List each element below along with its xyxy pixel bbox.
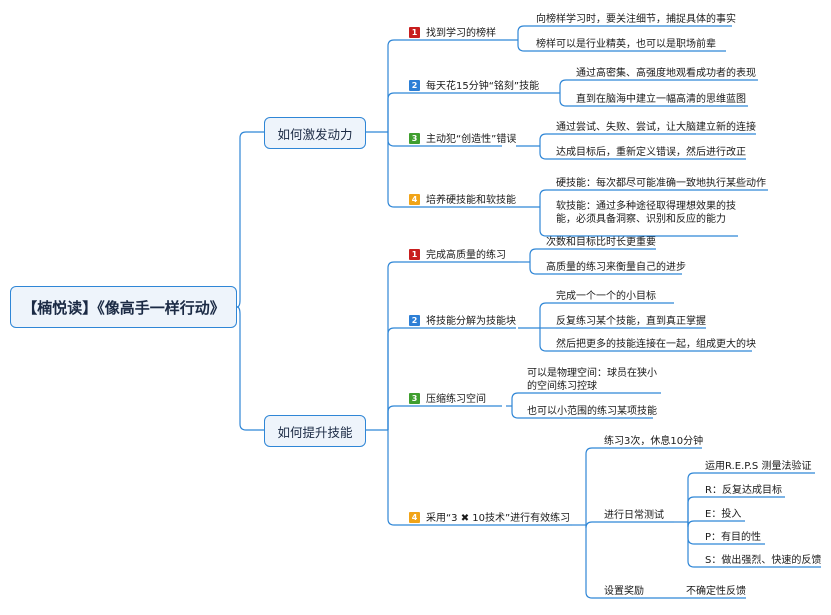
leaf-item[interactable]: 运用R.E.P.S 测量法验证 xyxy=(705,461,812,472)
leaf-item[interactable]: 完成一个一个的小目标 xyxy=(556,291,656,302)
subtopic-practice-rest[interactable]: 练习3次，休息10分钟 xyxy=(604,436,704,447)
leaf-item[interactable]: 软技能：通过多种途径取得理想效果的技能，必须具备洞察、识别和反应的能力 xyxy=(556,201,736,225)
leaf-item[interactable]: 向榜样学习时，要关注细节，捕捉具体的事实 xyxy=(536,14,736,25)
leaf-item[interactable]: 高质量的练习来衡量自己的进步 xyxy=(546,262,686,273)
number-badge-2: 2 xyxy=(409,80,420,91)
subtopic-daily-test[interactable]: 进行日常测试 xyxy=(604,510,664,521)
leaf-item[interactable]: 也可以小范围的练习某项技能 xyxy=(527,406,657,417)
leaf-item[interactable]: 榜样可以是行业精英，也可以是职场前辈 xyxy=(536,39,716,50)
leaf-item[interactable]: 达成目标后，重新定义错误，然后进行改正 xyxy=(556,147,746,158)
topic-find-role-model[interactable]: 找到学习的榜样 xyxy=(426,28,496,39)
number-badge-4: 4 xyxy=(409,512,420,523)
number-badge-3: 3 xyxy=(409,393,420,404)
topic-skill-chunks[interactable]: 将技能分解为技能块 xyxy=(426,316,516,327)
leaf-item[interactable]: P：有目的性 xyxy=(705,532,762,543)
root-node[interactable]: 【楠悦读】《像高手一样行动》 xyxy=(10,286,237,328)
topic-compress-space[interactable]: 压缩练习空间 xyxy=(426,394,486,405)
topic-engrave-skill[interactable]: 每天花15分钟“铭刻”技能 xyxy=(426,81,540,92)
topic-3x10-technique[interactable]: 采用“3 ✖ 10技术”进行有效练习 xyxy=(426,513,571,524)
leaf-item[interactable]: 硬技能：每次都尽可能准确一致地执行某些动作 xyxy=(556,178,766,189)
branch-skill[interactable]: 如何提升技能 xyxy=(264,415,366,447)
number-badge-1: 1 xyxy=(409,249,420,260)
number-badge-1: 1 xyxy=(409,27,420,38)
topic-creative-mistakes[interactable]: 主动犯“创造性”错误 xyxy=(426,134,517,145)
leaf-item[interactable]: 直到在脑海中建立一幅高清的思维蓝图 xyxy=(576,94,746,105)
leaf-item[interactable]: 然后把更多的技能连接在一起，组成更大的块 xyxy=(556,339,756,350)
subtopic-reward[interactable]: 设置奖励 xyxy=(604,586,644,597)
leaf-item[interactable]: 通过尝试、失败、尝试，让大脑建立新的连接 xyxy=(556,122,756,133)
leaf-item[interactable]: R：反复达成目标 xyxy=(705,485,782,496)
leaf-item[interactable]: 次数和目标比时长更重要 xyxy=(546,237,656,248)
leaf-item[interactable]: 可以是物理空间：球员在狭小的空间练习控球 xyxy=(527,368,657,392)
topic-hard-soft-skills[interactable]: 培养硬技能和软技能 xyxy=(426,195,516,206)
number-badge-4: 4 xyxy=(409,194,420,205)
leaf-item[interactable]: 反复练习某个技能，直到真正掌握 xyxy=(556,316,706,327)
topic-quality-practice[interactable]: 完成高质量的练习 xyxy=(426,250,506,261)
leaf-item[interactable]: S：做出强烈、快速的反馈 xyxy=(705,555,822,566)
leaf-item[interactable]: E：投入 xyxy=(705,509,742,520)
number-badge-3: 3 xyxy=(409,133,420,144)
leaf-item[interactable]: 不确定性反馈 xyxy=(686,586,746,597)
branch-motivation[interactable]: 如何激发动力 xyxy=(264,117,366,149)
number-badge-2: 2 xyxy=(409,315,420,326)
leaf-item[interactable]: 通过高密集、高强度地观看成功者的表现 xyxy=(576,68,756,79)
